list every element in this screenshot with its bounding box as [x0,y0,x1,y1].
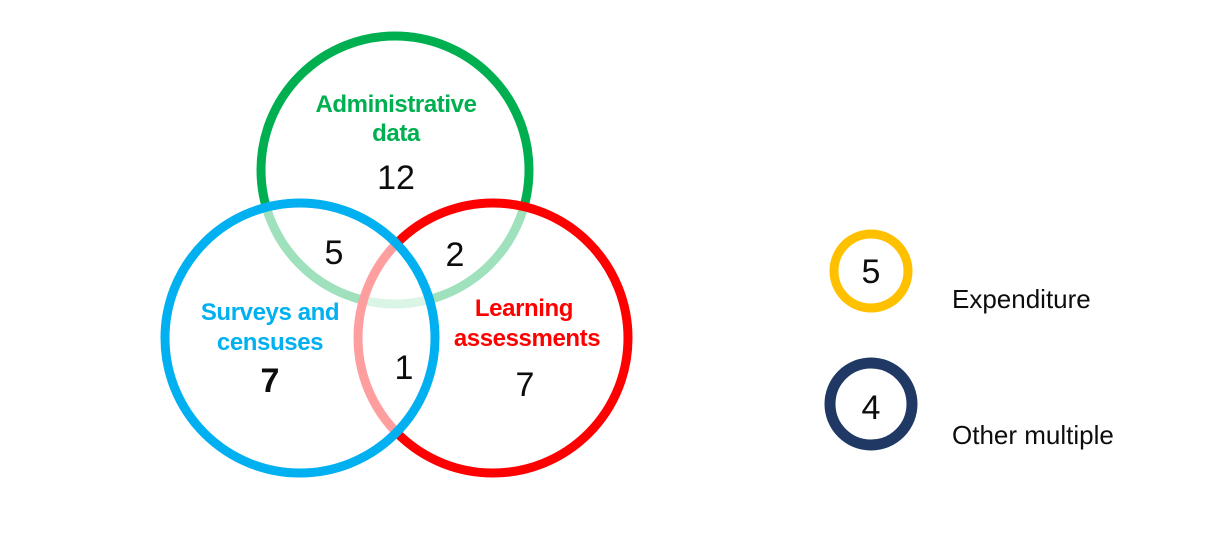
legend-label-other-multiple: Other multiple [952,420,1114,450]
set-value-administrative-data: 12 [377,159,415,197]
overlap-value-surveys-learning: 1 [395,349,414,387]
legend-value-other-multiple: 4 [862,389,881,427]
set-label-surveys-line1: Surveys and [201,299,339,326]
legend-value-expenditure: 5 [862,253,881,291]
overlap-value-admin-surveys: 5 [325,234,344,272]
legend-label-expenditure: Expenditure [952,284,1091,314]
set-label-surveys-line2: censuses [217,329,323,356]
overlap-value-admin-learning: 2 [446,236,465,274]
set-value-surveys-censuses: 7 [261,362,280,400]
set-value-learning-assessments: 7 [516,366,535,404]
set-label-learning-line2: assessments [454,325,600,352]
set-circle-surveys-censuses [160,198,440,478]
set-label-learning-line1: Learning [475,295,573,322]
legend-circle-other-multiple [824,357,918,451]
legend-circle-expenditure [829,229,913,313]
legend: 5 Expenditure 4 Other multiple [824,229,1114,451]
set-label-administrative-line2: data [372,120,421,147]
set-label-administrative-line1: Administrative [315,91,476,118]
